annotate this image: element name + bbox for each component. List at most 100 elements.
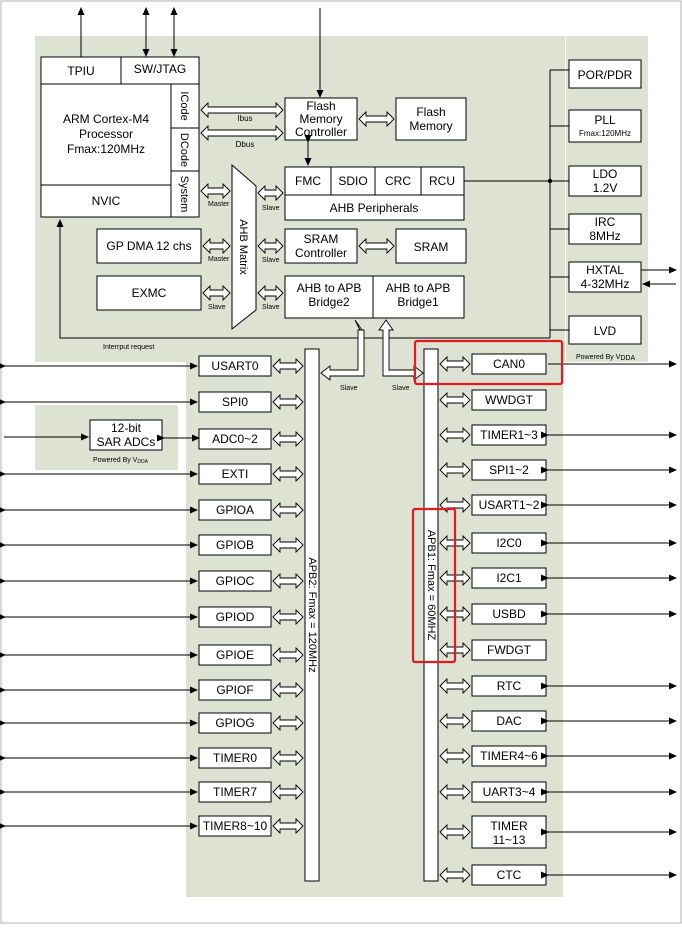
apb1-link-arrow (439, 426, 471, 444)
apb1-link-arrow (439, 461, 471, 479)
apb2-item-box (198, 606, 272, 628)
apb1-link-arrow (439, 823, 471, 841)
system-label: System (178, 176, 190, 213)
apb2-link-arrow (272, 501, 304, 519)
ahb-periph-label: AHB Peripherals (330, 201, 419, 215)
apb2-item-label: GPIOC (216, 574, 255, 588)
apb2-item-label: GPIOG (215, 716, 254, 730)
apb2-link-arrow (272, 783, 304, 801)
apb1-link-arrow (439, 866, 471, 884)
flash-mem-arrow (358, 110, 395, 128)
apb1-item-label: TIMER4~6 (480, 749, 538, 763)
apb2-item-box (198, 355, 272, 377)
bus-labels: Master Master Slave Slave Slave Slave Sl… (103, 201, 410, 392)
dcode-label: DCode (178, 133, 190, 167)
ldo-label: LDO (593, 167, 618, 181)
sram-ctrl-line1: SRAM (304, 232, 339, 246)
apb2-item-label: TIMER0 (213, 751, 257, 765)
code-buses: Ibus Dbus (236, 114, 255, 149)
apb2-item-label: GPIOA (216, 503, 254, 517)
sram-arrow (358, 237, 395, 255)
apb1-item-label: CAN0 (493, 357, 525, 371)
sram-slave-arrow (257, 237, 284, 255)
tpiu-label: TPIU (67, 64, 94, 78)
apb2-peripherals: USART0SPI0ADC0~2EXTIGPIOAGPIOBGPIOCGPIOD… (0, 355, 304, 837)
apb2-link-arrow (272, 817, 304, 835)
apb2-link-arrow (272, 749, 304, 767)
apb2-item-box (198, 747, 272, 769)
apb2-link-arrow (272, 646, 304, 664)
apb1-item-fwdgt: FWDGT (439, 639, 547, 661)
apb1-item-label: WWDGT (485, 393, 534, 407)
fmc-label: FMC (295, 174, 321, 188)
apb1-item-rtc: RTC (439, 675, 677, 697)
apb1-label: APB1: Fmax = 60MHZ (425, 530, 437, 641)
apb1-item-label: RTC (497, 679, 522, 693)
apb1-item-box (471, 353, 547, 375)
bus-connection-arrows (200, 101, 424, 381)
apb2-item-box (198, 815, 272, 837)
apb2-item-gpiod: GPIOD (0, 606, 304, 628)
apb2-item-label: GPIOB (216, 538, 254, 552)
apb2-item-label: ADC0~2 (212, 432, 258, 446)
apb1-item-label: CTC (497, 868, 522, 882)
exmc-slave-arrow (202, 284, 231, 302)
ahb-matrix-label: AHB Matrix (237, 219, 249, 275)
bridge-slave-arrow (257, 284, 284, 302)
apb2-item-label: GPIOE (216, 648, 254, 662)
apb2-item-box (198, 391, 272, 413)
master-label-2: Master (208, 256, 230, 263)
power-panel (566, 36, 648, 362)
apb1-item-label: DAC (496, 714, 522, 728)
apb1-item-label: USBD (492, 607, 526, 621)
lvd-label: LVD (594, 324, 617, 338)
apb2-item-box (198, 644, 272, 666)
bridge1-to-apb1-arrow (378, 319, 424, 381)
apb2-link-arrow (272, 714, 304, 732)
bridge1-line2: Bridge1 (397, 295, 439, 309)
pll-label: PLL (594, 113, 616, 127)
apb1-item-label-line2: 11~13 (493, 833, 526, 847)
master-label-1: Master (208, 201, 230, 208)
apb1-link-arrow (439, 747, 471, 765)
cpu-name-line1: ARM Cortex-M4 (63, 112, 149, 126)
slave-label-ahb: Slave (262, 205, 280, 212)
hxtal-freq: 4-32MHz (581, 277, 630, 291)
bridge2-line2: Bridge2 (308, 295, 350, 309)
sram-controller: SRAM Controller (284, 228, 358, 264)
apb1-item-label: FWDGT (487, 643, 532, 657)
apb1-item-box (471, 389, 547, 411)
apb2-item-gpioa: GPIOA (0, 499, 304, 521)
apb1-item-usbd: USBD (439, 603, 677, 625)
adc-line2: SAR ADCs (97, 435, 156, 449)
sram: SRAM (395, 228, 467, 264)
nvic-label: NVIC (92, 194, 121, 208)
apb1-item-label: I2C0 (496, 536, 522, 550)
sdio-label: SDIO (338, 174, 367, 188)
apb2-item-timer0: TIMER0 (0, 747, 304, 769)
apb2-item-adc0-2: ADC0~2 (198, 428, 304, 450)
sar-adc: 12-bit SAR ADCs Powered By VDDA (4, 419, 200, 465)
system-master-arrow (200, 182, 231, 200)
apb2-item-box (198, 463, 272, 485)
ahb-matrix: AHB Matrix (231, 163, 257, 331)
rcu-label: RCU (429, 174, 455, 188)
apb2-item-label: USART0 (211, 359, 258, 373)
slave-label-sram: Slave (262, 257, 280, 264)
sram-ctrl-line2: Controller (295, 246, 347, 260)
apb2-item-box (198, 534, 272, 556)
gpdma-label: GP DMA 12 chs (106, 239, 191, 253)
bridge2-line1: AHB to APB (297, 281, 362, 295)
hxtal-label: HXTAL (586, 263, 624, 277)
crc-label: CRC (385, 174, 411, 188)
apb2-link-arrow (272, 357, 304, 375)
apb2-item-box (198, 679, 272, 701)
icode-label: ICode (178, 91, 190, 120)
flash-ctrl-line1: Flash (306, 99, 335, 113)
apb2-item-label: EXTI (222, 467, 249, 481)
power-blocks: POR/PDR PLL Fmax:120MHz LDO 1.2V IRC 8MH… (550, 59, 677, 362)
pll-freq: Fmax:120MHz (579, 129, 631, 138)
apb1-link-arrow (439, 355, 471, 373)
